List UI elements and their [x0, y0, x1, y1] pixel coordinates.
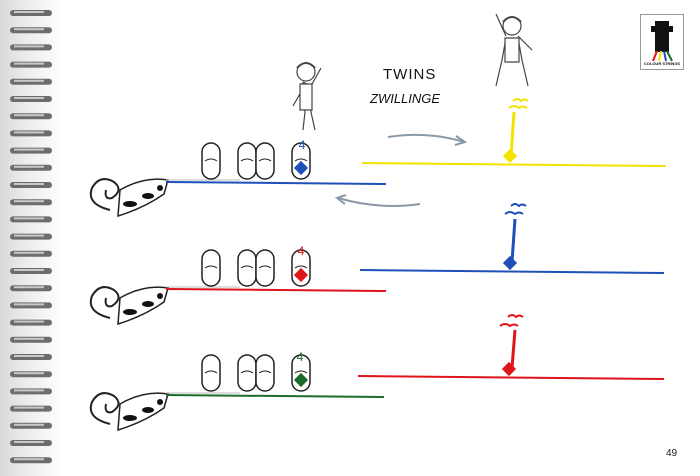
finger-box — [255, 142, 275, 180]
spiral-ring-highlight — [14, 389, 44, 392]
finger-box-crease — [204, 265, 218, 269]
finger-4-diamond — [293, 160, 309, 176]
spiral-binding — [0, 0, 64, 476]
finger-box — [255, 249, 275, 287]
spiral-ring-highlight — [14, 165, 44, 168]
spiral-ring-highlight — [14, 269, 44, 271]
spiral-ring-highlight — [14, 251, 44, 254]
violin-scroll-blue-row — [89, 178, 387, 218]
spiral-ring-highlight — [14, 423, 44, 426]
finger-box-crease — [258, 370, 272, 374]
spiral-ring-highlight — [14, 458, 44, 461]
finger-box-crease — [294, 158, 308, 162]
spiral-rings — [10, 10, 52, 464]
finger-box-crease — [204, 158, 218, 162]
finger-4-diamond — [293, 267, 309, 283]
twin-line-red — [357, 314, 665, 380]
finger-number-green: 4 — [296, 350, 304, 364]
spiral-ring-highlight — [14, 28, 44, 31]
spiral-ring-highlight — [14, 97, 44, 99]
finger-box-crease — [204, 370, 218, 374]
spiral-ring-highlight — [14, 114, 44, 117]
logo-emblem-icon — [651, 21, 673, 62]
spiral-ring-highlight — [14, 355, 44, 357]
finger-4-diamond — [293, 372, 309, 388]
finger-box-crease — [240, 158, 254, 162]
colour-strings-logo: COLOUR STRINGS — [640, 14, 684, 70]
spiral-ring-highlight — [14, 148, 44, 151]
child-figure-right — [495, 13, 533, 87]
violin-scroll-green-row — [89, 392, 385, 432]
twin-line-blue — [359, 203, 665, 274]
spiral-ring-highlight — [14, 406, 44, 409]
twin-line-yellow — [361, 98, 667, 167]
spiral-ring-highlight — [14, 337, 44, 340]
finger-box-crease — [240, 265, 254, 269]
finger-box-crease — [240, 370, 254, 374]
finger-box — [237, 142, 257, 180]
spiral-ring-highlight — [14, 320, 44, 323]
finger-box-crease — [294, 265, 308, 269]
spiral-ring-highlight — [14, 303, 44, 306]
finger-box-crease — [294, 370, 308, 374]
arrow-to-right — [387, 133, 468, 146]
finger-pattern-boxes — [201, 142, 311, 392]
finger-box — [237, 354, 257, 392]
child-figure-left — [292, 62, 322, 131]
spiral-ring-highlight — [14, 441, 44, 443]
finger-box — [201, 142, 221, 180]
spiral-ring-highlight — [14, 11, 44, 13]
spiral-ring-highlight — [14, 200, 44, 203]
arrow-to-left — [334, 194, 421, 207]
exercise-subtitle: ZWILLINGE — [370, 91, 441, 106]
spiral-ring-highlight — [14, 372, 44, 375]
finger-box — [255, 354, 275, 392]
finger-box — [201, 249, 221, 287]
violin-scroll-red-row — [89, 286, 387, 326]
logo-text: COLOUR STRINGS — [643, 61, 681, 66]
spiral-ring-highlight — [14, 217, 44, 220]
finger-box-crease — [258, 158, 272, 162]
spiral-ring-highlight — [14, 183, 44, 185]
spiral-ring-highlight — [14, 286, 44, 289]
spiral-ring-highlight — [14, 45, 44, 48]
spiral-ring-highlight — [14, 234, 44, 237]
spiral-ring-highlight — [14, 79, 44, 82]
exercise-title: TWINS — [383, 66, 437, 83]
finger-box-crease — [258, 265, 272, 269]
spiral-ring-highlight — [14, 131, 44, 134]
finger-box — [237, 249, 257, 287]
finger-number-blue: 4 — [298, 138, 306, 152]
spiral-ring-highlight — [14, 62, 44, 65]
finger-box — [201, 354, 221, 392]
page-number: 49 — [666, 448, 678, 459]
finger-number-red: 4 — [297, 244, 305, 258]
